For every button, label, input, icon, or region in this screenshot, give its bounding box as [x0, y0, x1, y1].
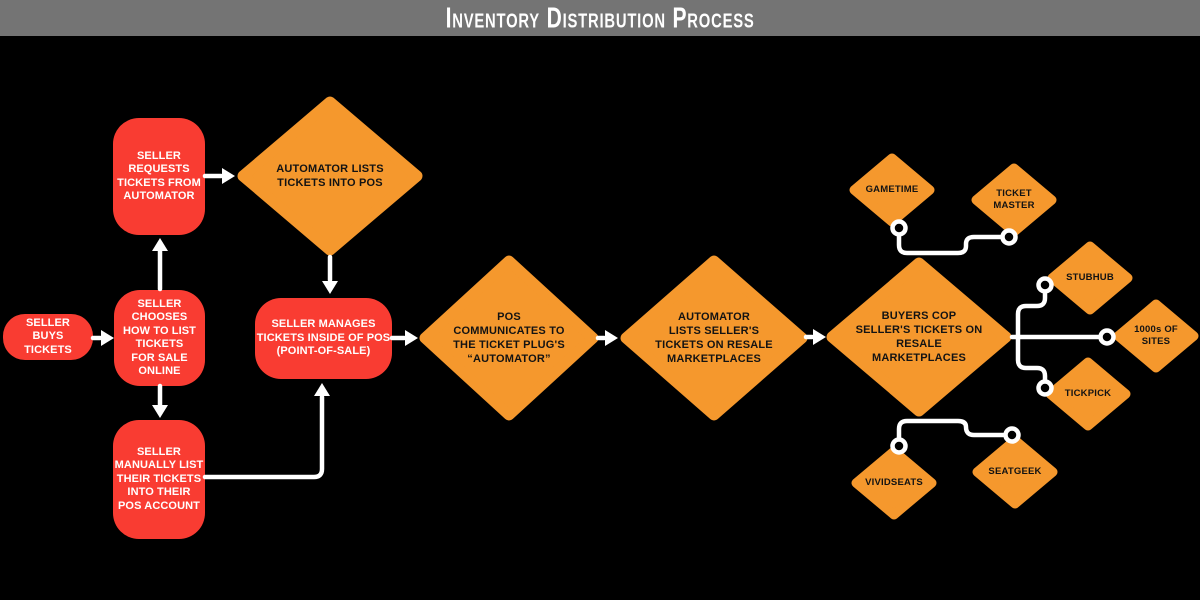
- node-buyers-cop-tickets: BUYERS COP SELLER'S TICKETS ON RESALE MA…: [826, 257, 1012, 417]
- node-pos-communicates-automator: POS COMMUNICATES TO THE TICKET PLUG'S “A…: [419, 255, 599, 421]
- node-label: TICKPICK: [1064, 388, 1112, 399]
- node-seller-manually-lists: SELLER MANUALLY LIST THEIR TICKETS INTO …: [113, 420, 205, 539]
- arrow-manually-to-manages-elbow: [202, 383, 330, 480]
- node-marketplace-tickpick: TICKPICK: [1045, 357, 1131, 431]
- node-marketplace-vividseats: VIVIDSEATS: [851, 446, 937, 520]
- node-label: BUYERS COP SELLER'S TICKETS ON RESALE MA…: [855, 310, 983, 364]
- node-label: AUTOMATOR LISTS TICKETS INTO POS: [276, 163, 384, 189]
- node-label: POS COMMUNICATES TO THE TICKET PLUG'S “A…: [453, 311, 565, 365]
- page-title: Inventory Distribution Process: [445, 1, 755, 34]
- node-marketplace-ticketmaster: TICKET MASTER: [971, 163, 1057, 237]
- node-label: TICKET MASTER: [993, 188, 1035, 211]
- node-label: SELLER MANUALLY LIST THEIR TICKETS INTO …: [114, 445, 204, 512]
- title-bar: Inventory Distribution Process: [0, 0, 1200, 36]
- diamond-shape: [1113, 299, 1199, 373]
- arrow-manages-to-pos-diamond: [389, 330, 418, 346]
- arrow-buys-to-chooses: [90, 330, 114, 346]
- arrow-chooses-to-manually: [152, 383, 168, 418]
- node-label: SEATGEEK: [988, 466, 1042, 477]
- node-label: STUBHUB: [1066, 272, 1114, 283]
- node-label: SELLER BUYS TICKETS: [24, 316, 72, 356]
- diamond-shape: [237, 96, 423, 256]
- node-label: 1000s OF SITES: [1134, 324, 1178, 347]
- node-label: SELLER CHOOSES HOW TO LIST TICKETS FOR S…: [122, 297, 196, 378]
- arrow-pos-to-automator-resale: [595, 330, 618, 346]
- diamond-shape: [1045, 357, 1131, 431]
- diamond-shape: [419, 255, 599, 421]
- node-marketplace-stubhub: STUBHUB: [1047, 241, 1133, 315]
- node-label: AUTOMATOR LISTS SELLER'S TICKETS ON RESA…: [655, 311, 773, 365]
- diamond-shape: [972, 435, 1058, 509]
- node-automator-lists-into-pos: AUTOMATOR LISTS TICKETS INTO POS: [237, 96, 423, 256]
- node-marketplace-seatgeek: SEATGEEK: [972, 435, 1058, 509]
- arrow-requests-to-automator-diamond: [202, 168, 235, 184]
- node-marketplace-1000s-sites: 1000s OF SITES: [1113, 299, 1199, 373]
- node-label: VIVIDSEATS: [865, 477, 923, 488]
- node-automator-lists-resale: AUTOMATOR LISTS SELLER'S TICKETS ON RESA…: [620, 255, 808, 421]
- diamond-shape: [851, 446, 937, 520]
- node-marketplace-gametime: GAMETIME: [849, 153, 935, 227]
- node-label: GAMETIME: [865, 184, 919, 195]
- node-label: SELLER MANAGES TICKETS INSIDE OF POS (PO…: [256, 318, 391, 358]
- diamond-shape: [620, 255, 808, 421]
- arrow-automator-resale-to-buyers: [803, 329, 826, 345]
- node-seller-buys-tickets: SELLER BUYS TICKETS: [3, 314, 93, 360]
- arrow-chooses-to-requests: [152, 238, 168, 292]
- node-seller-requests-automator: SELLER REQUESTS TICKETS FROM AUTOMATOR: [113, 118, 205, 235]
- node-label: SELLER REQUESTS TICKETS FROM AUTOMATOR: [117, 149, 201, 203]
- node-seller-chooses: SELLER CHOOSES HOW TO LIST TICKETS FOR S…: [114, 290, 205, 386]
- diamond-shape: [1047, 241, 1133, 315]
- arrow-automator-diamond-to-manages: [322, 254, 338, 294]
- diamond-shape: [826, 257, 1012, 417]
- node-seller-manages-pos: SELLER MANAGES TICKETS INSIDE OF POS (PO…: [255, 298, 392, 379]
